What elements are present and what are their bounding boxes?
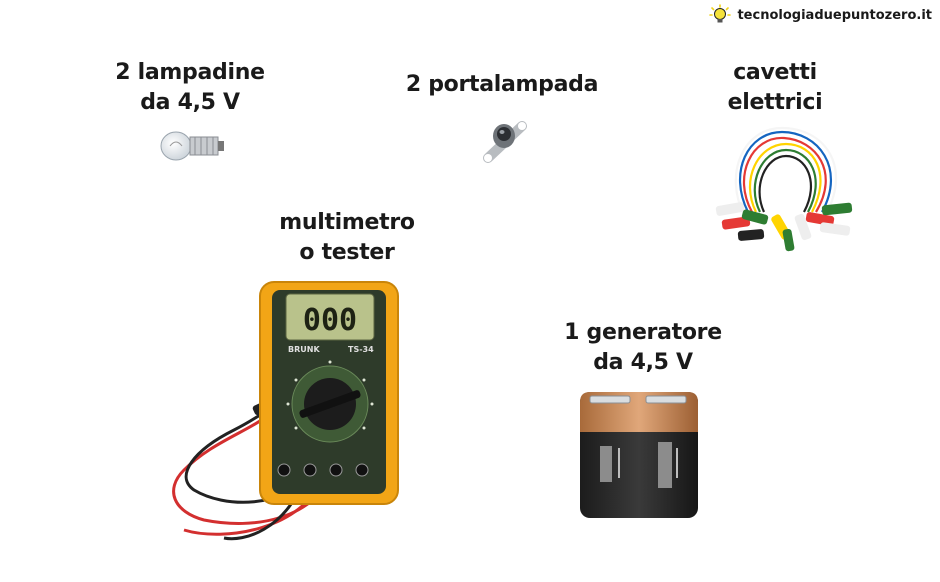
lamp-holder-image: [483, 121, 527, 163]
holders-label: 2 portalampada: [405, 72, 599, 97]
battery-label: 1 generatore da 4,5 V: [564, 320, 722, 375]
multimeter-image: 000 BRUNK TS-34: [172, 281, 399, 541]
lightbulb-icon: [709, 4, 732, 23]
battery-image: [580, 392, 698, 518]
multimeter-display: 000: [303, 303, 357, 338]
bulbs-label: 2 lampadine da 4,5 V: [115, 60, 265, 115]
cables-image: [715, 126, 853, 252]
light-bulb-image: [160, 131, 224, 161]
multimeter-label: multimetro o tester: [279, 210, 415, 265]
multimeter-brand: BRUNK: [288, 345, 320, 354]
brand-text: tecnologiaduepuntozero.it: [737, 7, 932, 23]
brand-logo[interactable]: tecnologiaduepuntozero.it: [709, 4, 932, 26]
multimeter-model: TS-34: [348, 345, 374, 354]
cables-label: cavetti elettrici: [727, 60, 823, 115]
